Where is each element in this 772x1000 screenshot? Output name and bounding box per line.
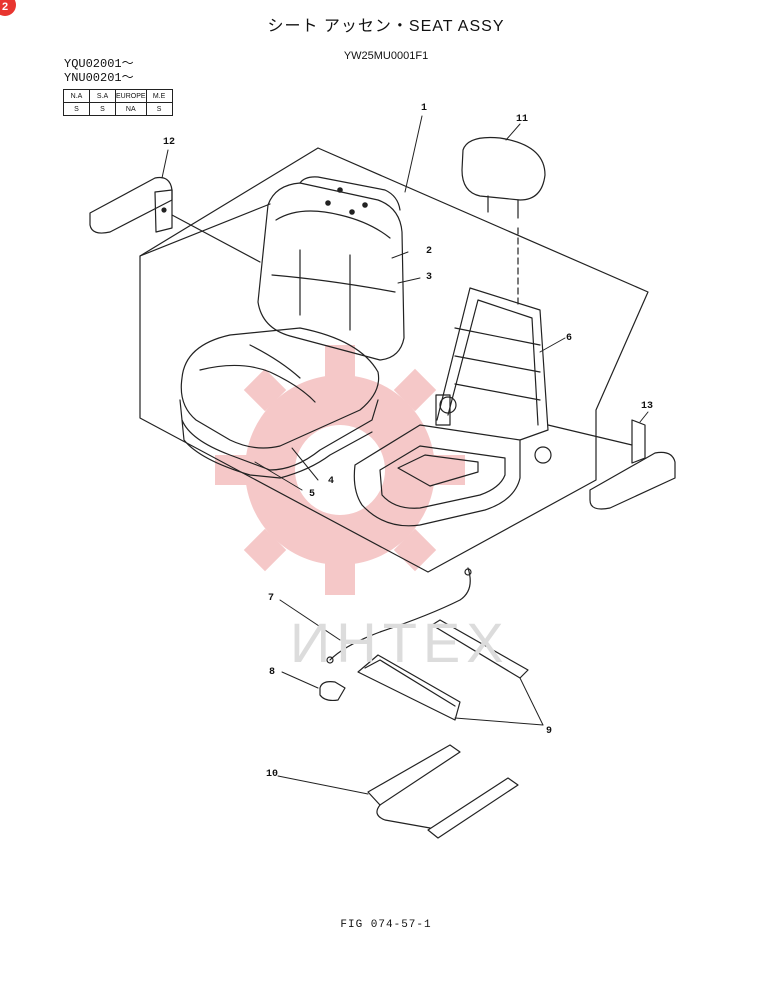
headrest <box>461 136 546 309</box>
callout-3: 3 <box>426 272 433 283</box>
slide-rails-lower <box>367 744 519 839</box>
market-value-sa: S <box>89 102 116 116</box>
callout-8: 8 <box>269 667 276 678</box>
serial-range-2: YNU00201～ <box>64 71 134 85</box>
market-table: N.A S.A EUROPE M.E S S NA S <box>63 89 173 116</box>
figure-reference: FIG 074-57-1 <box>340 919 432 931</box>
callout-13: 13 <box>641 401 654 412</box>
callout-6: 6 <box>566 333 573 344</box>
armrest-left <box>89 176 261 263</box>
callout-10: 10 <box>266 769 279 780</box>
page-badge: 2 <box>0 0 16 16</box>
callout-9: 9 <box>546 726 553 737</box>
assembly-frame <box>139 147 649 573</box>
assembly-frame-inner <box>139 203 271 257</box>
adjust-knob <box>319 681 346 702</box>
callout-4: 4 <box>328 476 335 487</box>
release-cable <box>326 567 472 664</box>
callout-7: 7 <box>268 593 275 604</box>
armrest-right <box>547 419 676 510</box>
page-title: シート アッセン・SEAT ASSY <box>267 18 505 35</box>
callout-5: 5 <box>309 489 316 500</box>
seat-frame <box>353 287 552 527</box>
leader-lines <box>161 115 649 795</box>
market-table-header-row: N.A S.A EUROPE M.E <box>63 89 173 103</box>
seat-cushion <box>179 327 380 479</box>
watermark-text: ИНТЕХ <box>290 611 510 674</box>
seat-back-cushion <box>257 176 405 361</box>
market-value-me: S <box>145 102 173 116</box>
callout-2: 2 <box>426 246 433 257</box>
market-table-value-row: S S NA S <box>63 102 173 116</box>
callout-1: 1 <box>421 103 428 114</box>
callout-11: 11 <box>516 114 529 125</box>
serial-range-1: YQU02001～ <box>64 57 134 71</box>
part-code: YW25MU0001F1 <box>343 50 429 62</box>
market-value-na: S <box>63 102 90 116</box>
callout-12: 12 <box>163 137 176 148</box>
slide-rails-upper <box>357 619 529 721</box>
watermark-gear-hole <box>295 425 385 515</box>
